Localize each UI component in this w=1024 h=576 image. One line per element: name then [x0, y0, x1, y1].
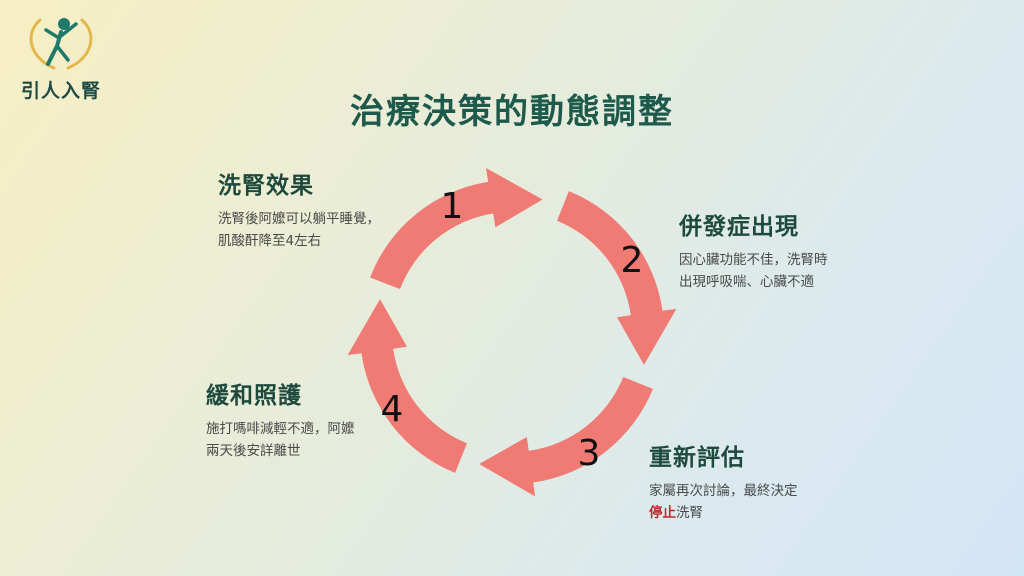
step-3-line-2: 洗腎	[676, 505, 703, 521]
cycle-arrow-1	[370, 168, 543, 289]
cycle-arrow-4	[347, 299, 467, 473]
step-3-heading: 重新評估	[649, 445, 745, 471]
logo-text: 引人入腎	[20, 80, 101, 102]
step-4-heading: 緩和照護	[206, 383, 302, 409]
page-title: 治療決策的動態調整	[350, 92, 674, 132]
step-4-block: 緩和照護 施打嗎啡減輕不適，阿嬤 兩天後安詳離世	[206, 376, 355, 462]
step-3-accent-text: 停止	[649, 505, 676, 521]
step-4-line-2: 兩天後安詳離世	[206, 443, 301, 459]
step-1-heading: 洗腎效果	[218, 173, 314, 199]
step-3-line-1: 家屬再次討論，最終決定	[649, 483, 798, 499]
cycle-arrow-3	[479, 377, 653, 497]
step-2-line-1: 因心臟功能不佳，洗腎時	[679, 252, 828, 268]
step-2-heading: 併發症出現	[679, 214, 799, 240]
logo-figure-icon	[29, 18, 93, 70]
logo: 引人入腎	[18, 12, 104, 102]
step-2-block: 併發症出現 因心臟功能不佳，洗腎時 出現呼吸喘、心臟不適	[679, 207, 828, 293]
step-3-block: 重新評估 家屬再次討論，最終決定 停止洗腎	[649, 438, 798, 524]
cycle-arrow-2	[557, 191, 677, 365]
step-number-1: 1	[441, 186, 464, 227]
step-1-block: 洗腎效果 洗腎後阿嬤可以躺平睡覺， 肌酸酐降至4左右	[218, 166, 380, 252]
step-4-line-1: 施打嗎啡減輕不適，阿嬤	[206, 421, 355, 437]
step-number-2: 2	[621, 240, 644, 281]
step-number-4: 4	[381, 389, 404, 430]
step-2-line-2: 出現呼吸喘、心臟不適	[679, 274, 814, 290]
step-1-line-2: 肌酸酐降至4左右	[218, 233, 322, 249]
step-number-3: 3	[578, 433, 601, 474]
step-1-line-1: 洗腎後阿嬤可以躺平睡覺，	[218, 211, 380, 227]
